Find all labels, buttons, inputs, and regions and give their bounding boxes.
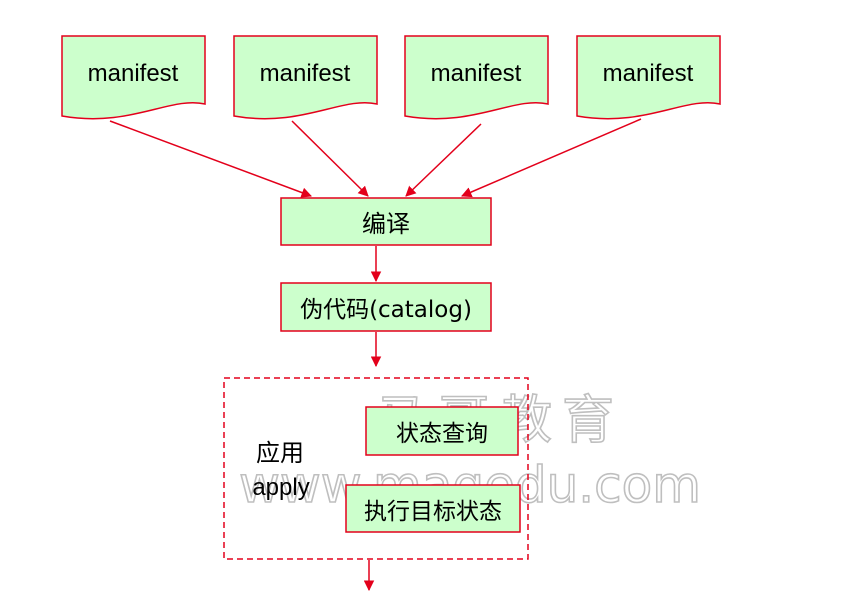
arrow-manifest3-to-compile [405,123,482,197]
execute-target-state-box: 执行目标状态 [345,484,521,533]
catalog-box: 伪代码(catalog) [280,282,492,332]
apply-label-en: apply [252,474,309,501]
arrow-manifest4-to-compile [461,118,642,198]
arrow-manifest1-to-compile [109,120,312,198]
manifest-document-1: manifest [61,35,206,120]
state-query-box: 状态查询 [365,406,519,456]
manifest-document-3: manifest [404,35,549,120]
apply-group: 应用 apply 状态查询 执行目标状态 [223,377,529,560]
manifest-document-4: manifest [576,35,721,120]
compile-box: 编译 [280,197,492,246]
arrow-manifest2-to-compile [291,120,369,197]
manifest-document-2: manifest [233,35,378,120]
apply-label-cn: 应用 [256,439,304,467]
